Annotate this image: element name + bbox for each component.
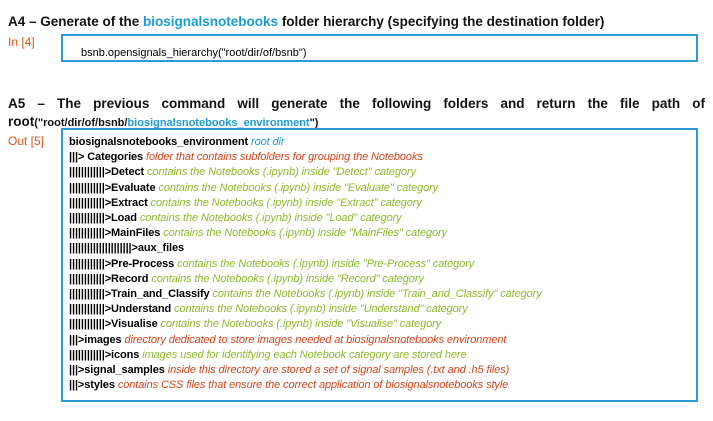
a5-heading-path: ("root/dir/of/bsnb/ [34, 117, 128, 129]
tree-line: |||||||||||||||||||||>aux_files [69, 241, 696, 256]
folder-name: |||>styles [69, 379, 115, 392]
folder-name: |||>signal_samples [69, 364, 165, 377]
folder-description: contains CSS files that ensure the corre… [114, 379, 509, 392]
in-prompt-label: In [4] [8, 35, 35, 49]
folder-description: contains the Notebooks (.ipynb) inside "… [155, 181, 439, 194]
folder-name: ||||||||||||>Train_and_Classify [69, 288, 210, 301]
out-prompt-label: Out [5] [8, 134, 45, 148]
a5-heading-highlight: biosignalsnotebooks_environment [127, 117, 310, 129]
tree-line: ||||||||||||>Record contains the Noteboo… [69, 272, 696, 287]
tree-line: |||>signal_samples inside this directory… [69, 363, 696, 378]
folder-tree: biosignalsnotebooks_environment root dir… [69, 135, 696, 393]
tree-line: |||>styles contains CSS files that ensur… [69, 378, 696, 393]
a5-heading-root: root [8, 114, 35, 129]
tree-line: ||||||||||||>Evaluate contains the Noteb… [69, 181, 696, 196]
a5-heading-line1: A5 – The previous command will generate … [8, 96, 705, 111]
a5-heading-suffix: ") [309, 117, 319, 129]
folder-description: contains the Notebooks (.ipynb) inside "… [147, 196, 422, 209]
folder-description: contains the Notebooks (.ipynb) inside "… [174, 257, 475, 270]
a5-heading-line2: root("root/dir/of/bsnb/biosignalsnoteboo… [8, 114, 318, 129]
folder-name: ||||||||||||>Pre-Process [69, 257, 175, 270]
folder-name: ||||||||||||>Record [69, 272, 149, 285]
tree-line: ||||||||||||>icons images used for ident… [69, 348, 696, 363]
folder-description: inside this directory are stored a set o… [164, 364, 510, 377]
a4-heading-prefix: A4 – Generate of the [8, 14, 144, 29]
folder-description: images used for identifying each Noteboo… [139, 348, 467, 361]
folder-name: |||>images [69, 333, 122, 346]
folder-name: ||||||||||||>MainFiles [69, 227, 161, 240]
folder-name: |||> Categories [69, 151, 144, 164]
folder-description: contains the Notebooks (.ipynb) inside "… [209, 288, 542, 301]
tree-line: ||||||||||||>Visualise contains the Note… [69, 317, 696, 332]
a4-heading-suffix: folder hierarchy (specifying the destina… [278, 14, 605, 29]
code-input-text: bsnb.opensignals_hierarchy("root/dir/of/… [81, 47, 307, 59]
folder-description: contains the Notebooks (.ipynb) inside "… [160, 227, 448, 240]
tree-line: ||||||||||||>Train_and_Classify contains… [69, 287, 696, 302]
folder-name: ||||||||||||>Visualise [69, 318, 158, 331]
folder-name: ||||||||||||>Understand [69, 303, 172, 316]
tree-line: ||||||||||||>Pre-Process contains the No… [69, 257, 696, 272]
folder-description: contains the Notebooks (.ipynb) inside "… [136, 212, 402, 225]
folder-name: ||||||||||||>icons [69, 348, 140, 361]
code-input-cell[interactable]: bsnb.opensignals_hierarchy("root/dir/of/… [61, 34, 698, 62]
a4-heading: A4 – Generate of the biosignalsnotebooks… [8, 14, 604, 29]
a4-heading-highlight: biosignalsnotebooks [143, 14, 279, 29]
folder-name: ||||||||||||>Extract [69, 196, 148, 209]
folder-description: root dir [248, 136, 285, 148]
tree-line: |||>images directory dedicated to store … [69, 333, 696, 348]
tree-line: ||||||||||||>Detect contains the Noteboo… [69, 165, 696, 180]
output-cell: biosignalsnotebooks_environment root dir… [61, 128, 698, 402]
folder-name: ||||||||||||>Evaluate [69, 181, 156, 194]
folder-name: biosignalsnotebooks_environment [69, 136, 249, 148]
tree-line: ||||||||||||>MainFiles contains the Note… [69, 226, 696, 241]
folder-description: directory dedicated to store images need… [121, 333, 507, 346]
tree-line: ||||||||||||>Understand contains the Not… [69, 302, 696, 317]
tree-line: biosignalsnotebooks_environment root dir [69, 135, 696, 150]
tree-line: ||||||||||||>Load contains the Notebooks… [69, 211, 696, 226]
folder-description: contains the Notebooks (.ipynb) inside "… [171, 303, 468, 316]
tree-line: |||> Categories folder that contains sub… [69, 150, 696, 165]
folder-description: contains the Notebooks (.ipynb) inside "… [148, 272, 424, 285]
tree-line: ||||||||||||>Extract contains the Notebo… [69, 196, 696, 211]
folder-name: ||||||||||||>Load [69, 212, 137, 225]
folder-description: contains the Notebooks (.ipynb) inside "… [157, 318, 442, 331]
folder-name: ||||||||||||>Detect [69, 166, 145, 179]
folder-name: |||||||||||||||||||||>aux_files [69, 242, 185, 255]
folder-description: folder that contains subfolders for grou… [143, 151, 423, 164]
folder-description: contains the Notebooks (.ipynb) inside "… [144, 166, 416, 179]
